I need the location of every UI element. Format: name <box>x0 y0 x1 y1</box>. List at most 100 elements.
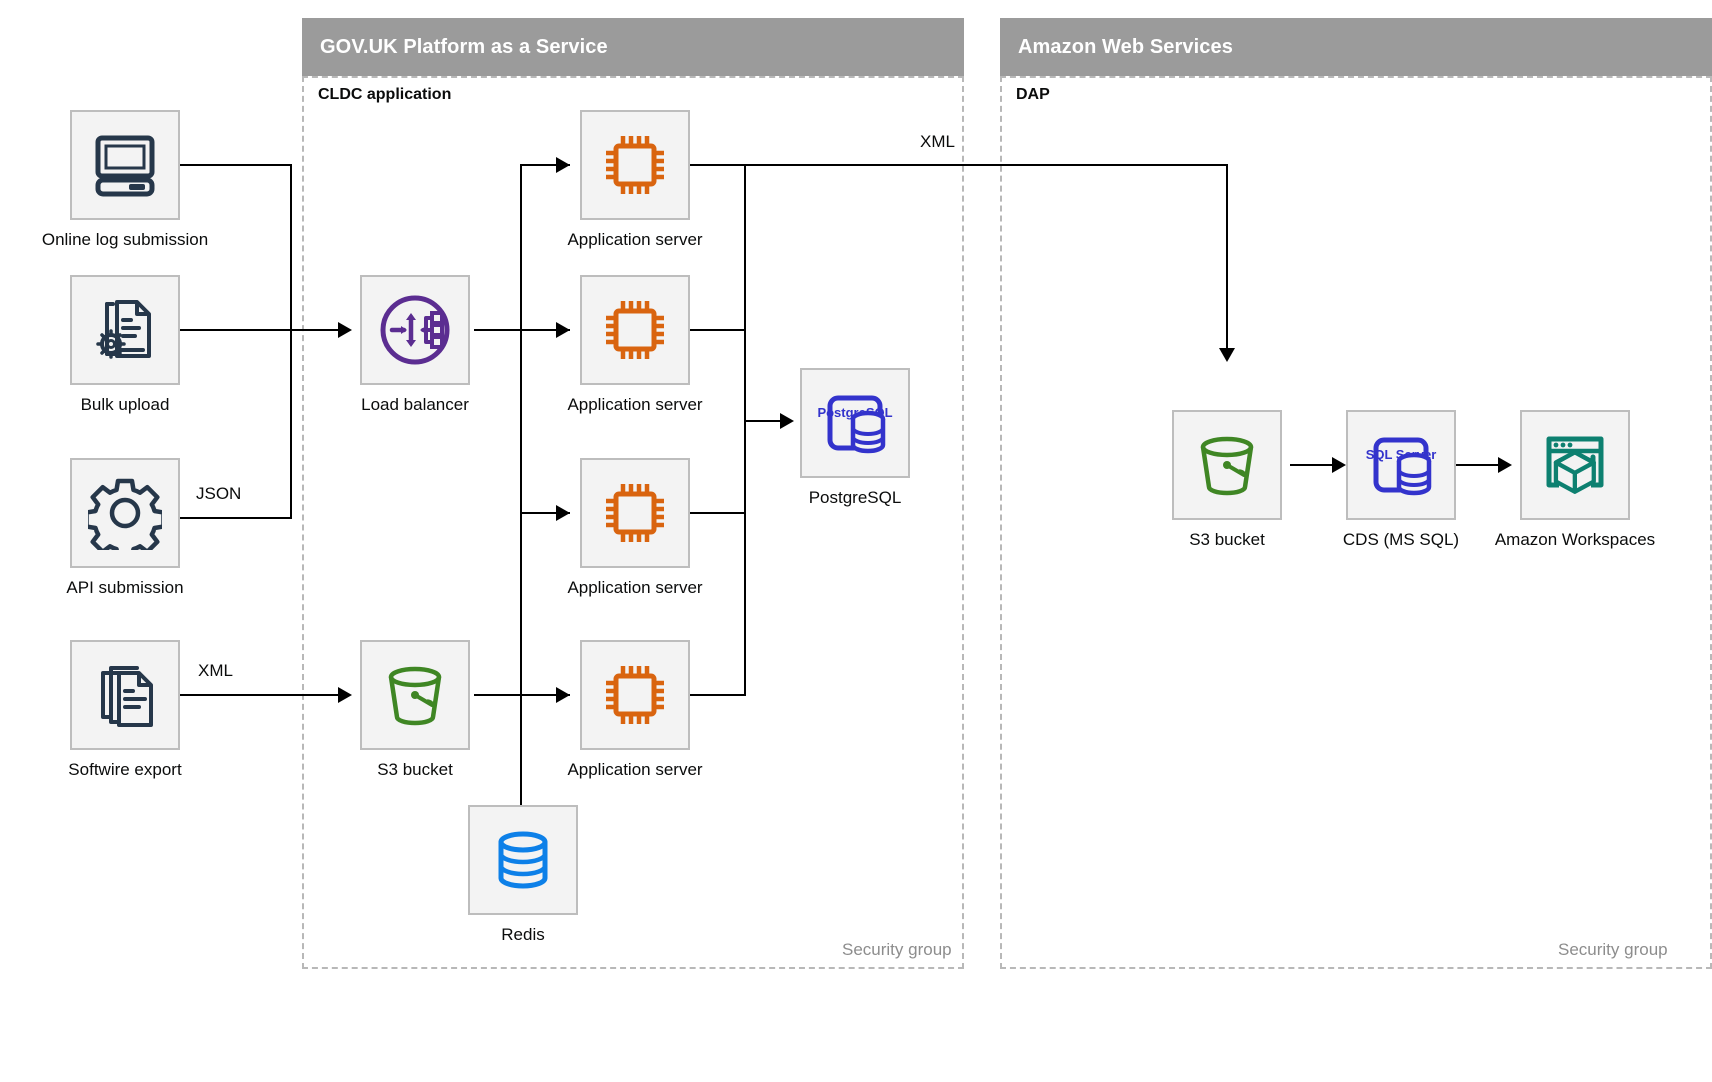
node-caption: Amazon Workspaces <box>1494 530 1656 549</box>
edge-label-xml-to-aws: XML <box>920 132 955 151</box>
node-box <box>70 110 180 220</box>
node-box <box>468 805 578 915</box>
edge-app-4-to-bus <box>690 694 746 696</box>
node-app-server-4[interactable]: Application server <box>567 640 703 779</box>
s3-bucket-icon <box>1200 436 1254 496</box>
group-header-aws: Amazon Web Services <box>1000 18 1712 76</box>
arrow-into-app-server-3 <box>556 505 570 521</box>
edge-distribution-to-app-4 <box>520 694 570 696</box>
node-api-submission[interactable]: API submission <box>66 458 184 597</box>
node-caption: Application server <box>567 230 703 249</box>
edge-cds-to-workspaces <box>1456 464 1510 466</box>
node-box <box>70 458 180 568</box>
node-box <box>360 640 470 750</box>
node-box: SQL Server <box>1346 410 1456 520</box>
redis-database-icon <box>498 831 548 889</box>
node-online-log-submission[interactable]: Online log submission <box>42 110 208 249</box>
node-caption: S3 bucket <box>377 760 453 779</box>
edge-label-json: JSON <box>196 484 242 503</box>
region-label-cldc: CLDC application <box>318 86 452 103</box>
node-caption: Application server <box>567 395 703 414</box>
s3-bucket-icon <box>388 666 442 726</box>
document-gear-icon <box>96 300 151 359</box>
node-cds-ms-sql[interactable]: SQL Server CDS (MS SQL) <box>1343 410 1459 549</box>
node-caption: Bulk upload <box>80 395 170 414</box>
group-header-aws-label: Amazon Web Services <box>1018 35 1233 58</box>
node-caption: Application server <box>567 760 703 779</box>
arrow-into-app-server-4 <box>556 687 570 703</box>
amazon-workspaces-icon <box>1546 436 1604 494</box>
node-caption: Load balancer <box>361 395 469 414</box>
edge-distribution-to-app-2 <box>520 329 570 331</box>
node-caption: CDS (MS SQL) <box>1342 530 1460 549</box>
node-redis[interactable]: Redis <box>468 805 578 944</box>
security-group-label-paas: Security group <box>842 940 952 959</box>
node-postgresql[interactable]: PostgreSQL PostgreSQL <box>800 368 910 507</box>
node-box <box>580 110 690 220</box>
node-caption: Online log submission <box>41 230 209 249</box>
edge-app-1-xml-to-aws <box>690 164 1228 166</box>
node-caption: API submission <box>66 578 184 597</box>
node-caption: S3 bucket <box>1189 530 1265 549</box>
cpu-chip-icon <box>606 666 664 724</box>
node-caption: Redis <box>501 925 545 944</box>
region-dap <box>1000 76 1712 969</box>
node-box <box>580 275 690 385</box>
cpu-chip-icon <box>606 484 664 542</box>
region-cldc-application <box>302 76 964 969</box>
edge-redis-to-trunk <box>520 694 522 814</box>
document-stack-icon <box>101 666 153 727</box>
group-header-paas: GOV.UK Platform as a Service <box>302 18 964 76</box>
node-box <box>580 458 690 568</box>
edge-bulk-upload-to-lb <box>178 329 350 331</box>
postgresql-icon: PostgreSQL <box>817 395 893 454</box>
arrow-into-workspaces <box>1498 457 1512 473</box>
node-app-server-1[interactable]: Application server <box>567 110 703 249</box>
arrow-into-s3-paas <box>338 687 352 703</box>
region-label-dap: DAP <box>1016 86 1050 103</box>
edge-label-xml-softwire: XML <box>198 661 233 680</box>
node-box <box>70 275 180 385</box>
node-caption: Softwire export <box>68 760 182 779</box>
arrow-into-postgresql <box>780 413 794 429</box>
cpu-chip-icon <box>606 301 664 359</box>
edge-app-2-to-bus <box>690 329 746 331</box>
node-app-server-3[interactable]: Application server <box>567 458 703 597</box>
edge-distribution-vertical <box>520 164 522 696</box>
edge-distribution-to-app-3 <box>520 512 570 514</box>
node-box <box>70 640 180 750</box>
node-box <box>1172 410 1282 520</box>
node-s3-bucket-aws[interactable]: S3 bucket <box>1172 410 1282 549</box>
node-amazon-workspaces[interactable]: Amazon Workspaces <box>1495 410 1655 549</box>
gear-icon <box>88 478 162 550</box>
node-box <box>360 275 470 385</box>
group-header-paas-label: GOV.UK Platform as a Service <box>320 35 608 58</box>
node-box: PostgreSQL <box>800 368 910 478</box>
edge-lb-to-distribution <box>474 329 522 331</box>
node-caption: PostgreSQL <box>808 488 902 507</box>
edge-trunk-vertical-left <box>290 164 292 519</box>
edge-xml-down-to-s3-aws <box>1226 164 1228 352</box>
node-load-balancer[interactable]: Load balancer <box>360 275 470 414</box>
edge-s3-paas-to-app-4 <box>474 694 522 696</box>
edge-distribution-to-app-1 <box>520 164 570 166</box>
arrow-into-app-server-2 <box>556 322 570 338</box>
node-softwire-export[interactable]: Softwire export <box>68 640 182 779</box>
edge-online-log-to-trunk <box>178 164 292 166</box>
node-box <box>1520 410 1630 520</box>
node-caption: Application server <box>567 578 703 597</box>
node-s3-bucket-paas[interactable]: S3 bucket <box>360 640 470 779</box>
node-bulk-upload[interactable]: Bulk upload <box>70 275 180 414</box>
edge-s3-aws-to-cds <box>1290 464 1344 466</box>
arrow-into-app-server-1 <box>556 157 570 173</box>
node-box <box>580 640 690 750</box>
arrow-into-cds <box>1332 457 1346 473</box>
edge-softwire-to-s3 <box>178 694 350 696</box>
cpu-chip-icon <box>606 136 664 194</box>
node-app-server-2[interactable]: Application server <box>567 275 703 414</box>
edge-bus-to-postgresql <box>744 420 792 422</box>
edge-postgres-collector-bus <box>744 164 746 696</box>
edge-api-submission-to-trunk <box>178 517 292 519</box>
arrow-into-s3-aws <box>1219 348 1235 362</box>
